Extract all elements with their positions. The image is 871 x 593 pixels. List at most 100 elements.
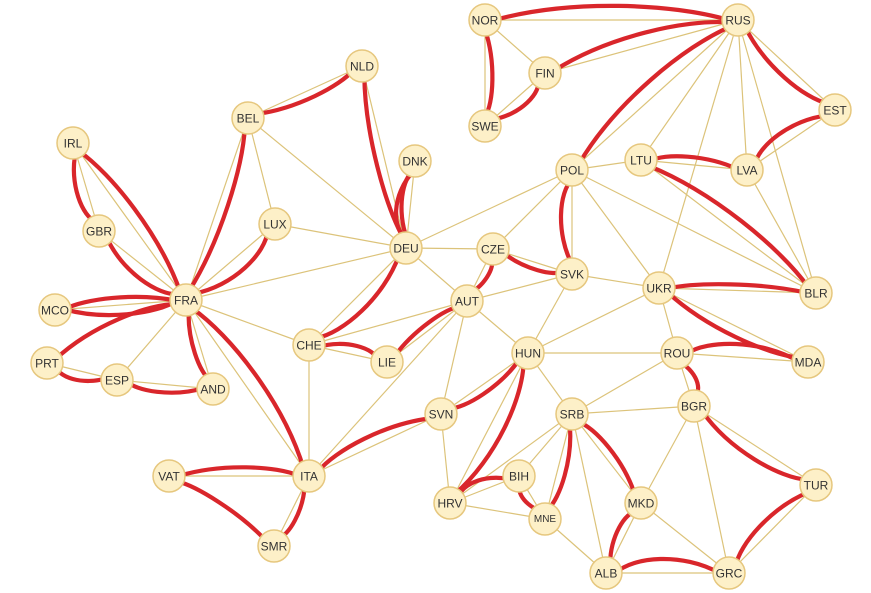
node-label: HUN: [515, 347, 541, 361]
edge-ltu-blr: [640, 159, 817, 294]
edge-lva-ltu: [640, 159, 748, 171]
node-label: SMR: [261, 540, 288, 554]
node-label: GBR: [86, 225, 112, 239]
node-svk[interactable]: SVK: [555, 257, 589, 291]
node-dnk[interactable]: DNK: [398, 144, 432, 178]
node-label: CHE: [296, 339, 321, 353]
node-mkd[interactable]: MKD: [624, 486, 658, 520]
node-mda[interactable]: MDA: [791, 345, 825, 379]
node-mne[interactable]: MNE: [528, 502, 562, 536]
node-irl[interactable]: IRL: [56, 126, 90, 160]
node-circle: [818, 93, 852, 127]
node-fin[interactable]: FIN: [528, 56, 562, 90]
node-nor[interactable]: NOR: [468, 3, 502, 37]
node-hun[interactable]: HUN: [511, 336, 545, 370]
node-mco[interactable]: MCO: [38, 293, 72, 327]
node-circle: [502, 459, 536, 493]
highlight-stroke-nor-swe: [482, 27, 495, 119]
node-rus[interactable]: RUS: [721, 3, 755, 37]
node-che[interactable]: CHE: [292, 328, 326, 362]
edge-rus-ltu: [640, 19, 739, 161]
node-esp[interactable]: ESP: [100, 363, 134, 397]
highlight-stroke-nor-rus: [492, 3, 731, 23]
node-hrv[interactable]: HRV: [433, 486, 467, 520]
edge-ukr-mda: [658, 287, 809, 363]
node-label: LTU: [630, 154, 652, 168]
node-blr[interactable]: BLR: [799, 276, 833, 310]
node-circle: [56, 126, 90, 160]
node-pol[interactable]: POL: [555, 153, 589, 187]
node-lux[interactable]: LUX: [258, 207, 292, 241]
node-circle: [799, 468, 833, 502]
node-gbr[interactable]: GBR: [82, 214, 116, 248]
node-circle: [450, 284, 484, 318]
node-label: DNK: [402, 155, 427, 169]
edge-lux-deu: [274, 223, 407, 249]
node-est[interactable]: EST: [818, 93, 852, 127]
node-circle: [712, 556, 746, 590]
node-ita[interactable]: ITA: [292, 459, 326, 493]
node-label: HRV: [437, 497, 462, 511]
node-label: FRA: [174, 294, 198, 308]
node-circle: [38, 293, 72, 327]
node-srb[interactable]: SRB: [555, 397, 589, 431]
node-ukr[interactable]: UKR: [642, 271, 676, 305]
edge-grc-tur: [728, 484, 817, 574]
node-aut[interactable]: AUT: [450, 284, 484, 318]
node-lva[interactable]: LVA: [730, 153, 764, 187]
node-ltu[interactable]: LTU: [624, 143, 658, 177]
node-fra[interactable]: FRA: [169, 283, 203, 317]
node-circle: [528, 56, 562, 90]
node-circle: [345, 49, 379, 83]
node-label: LUX: [263, 218, 286, 232]
node-and[interactable]: AND: [196, 372, 230, 406]
edge-ukr-hun: [527, 287, 660, 354]
node-cze[interactable]: CZE: [476, 232, 510, 266]
node-circle: [677, 389, 711, 423]
node-deu[interactable]: DEU: [389, 231, 423, 265]
node-circle: [196, 372, 230, 406]
node-bgr[interactable]: BGR: [677, 389, 711, 423]
node-circle: [82, 214, 116, 248]
node-circle: [589, 556, 623, 590]
node-nld[interactable]: NLD: [345, 49, 379, 83]
node-tur[interactable]: TUR: [799, 468, 833, 502]
node-rou[interactable]: ROU: [660, 336, 694, 370]
edge-deu-che: [308, 247, 407, 346]
highlight-stroke-pol-rus: [577, 24, 733, 166]
node-label: IRL: [64, 137, 83, 151]
edge-rus-pol: [571, 19, 739, 171]
highlight-stroke-vat-ita: [176, 465, 302, 479]
node-label: ESP: [105, 374, 129, 388]
node-lie[interactable]: LIE: [370, 345, 404, 379]
node-circle: [257, 529, 291, 563]
node-vat[interactable]: VAT: [152, 459, 186, 493]
node-label: LVA: [737, 164, 758, 178]
node-circle: [624, 143, 658, 177]
node-label: DEU: [393, 242, 418, 256]
node-circle: [152, 459, 186, 493]
edge-svk-aut: [466, 273, 573, 302]
node-alb[interactable]: ALB: [589, 556, 623, 590]
node-smr[interactable]: SMR: [257, 529, 291, 563]
highlight-stroke-fra-mco: [62, 294, 179, 312]
highlight-stroke-ita-fra: [189, 305, 306, 471]
node-circle: [476, 232, 510, 266]
node-prt[interactable]: PRT: [30, 346, 64, 380]
node-bih[interactable]: BIH: [502, 459, 536, 493]
edge-hrv-srb: [449, 413, 573, 504]
node-label: SWE: [471, 120, 498, 134]
edge-gbr-fra: [98, 230, 187, 301]
node-circle: [292, 459, 326, 493]
node-label: PRT: [35, 357, 59, 371]
node-label: MKD: [628, 497, 655, 511]
edge-bgr-grc: [693, 405, 730, 574]
highlight-stroke-grc-alb: [613, 556, 722, 576]
node-grc[interactable]: GRC: [712, 556, 746, 590]
node-svn[interactable]: SVN: [424, 397, 458, 431]
highlight-stroke-rus-est: [742, 24, 831, 106]
node-bel[interactable]: BEL: [231, 101, 265, 135]
edge-fra-esp: [116, 299, 187, 381]
edge-ita-svn: [308, 413, 442, 477]
node-swe[interactable]: SWE: [468, 109, 502, 143]
